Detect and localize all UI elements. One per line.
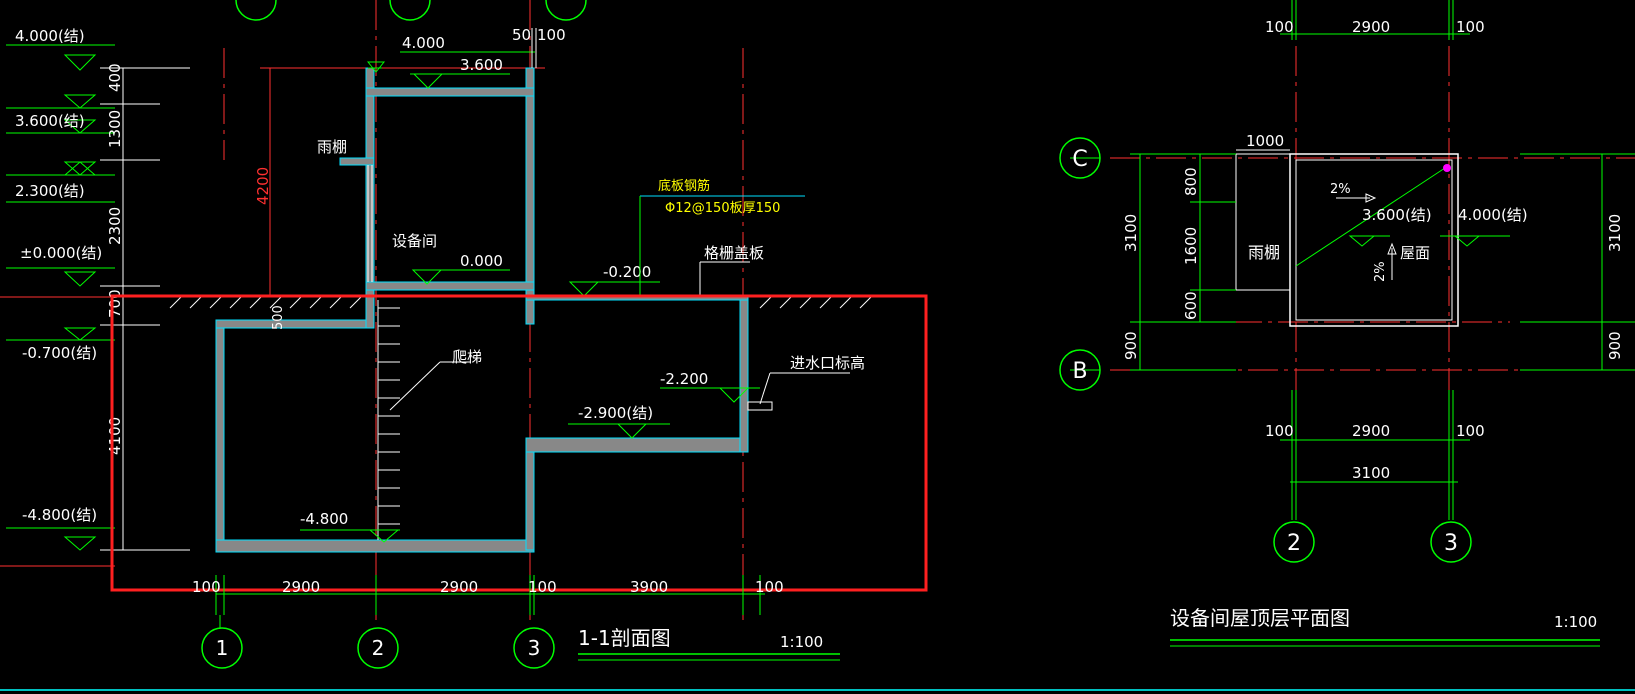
section-scale: 1:100 (780, 633, 823, 651)
ground-hatching (160, 295, 880, 309)
dim-2300: 2300 (106, 207, 124, 245)
axis-bubble-1 (201, 627, 243, 669)
elev-label-neg0700: -0.700(结) (22, 344, 97, 362)
elev-label-0000: ±0.000(结) (20, 244, 102, 262)
top-elev-3600: 3.600 (460, 56, 503, 74)
plan-canopy-label: 雨棚 (1248, 243, 1280, 262)
water-elev: -2.200 (660, 370, 708, 388)
top-dim-100: 100 (537, 26, 566, 44)
bottom-dimension-chain (215, 575, 765, 615)
plan-room-inner (1295, 159, 1453, 321)
plan-right-dims (1520, 153, 1635, 371)
section-title: 1-1剖面图 (578, 626, 671, 650)
plan-bottom-dim-100a: 100 (1265, 422, 1294, 440)
plan-elev-high: 4.000(结) (1458, 206, 1528, 224)
dim-1300: 1300 (106, 110, 124, 148)
bdim-3900: 3900 (630, 578, 668, 596)
ladder-label: 爬梯 (452, 348, 482, 366)
elev-label-3600: 3.600(结) (15, 112, 85, 130)
axis-bubble-2 (357, 627, 399, 669)
elev-label-neg4800: -4.800(结) (22, 506, 97, 524)
axis-bubble-C (1059, 137, 1101, 179)
bdim-100a: 100 (192, 578, 221, 596)
bdim-100c: 100 (755, 578, 784, 596)
plan-top-dim-100b: 100 (1456, 18, 1485, 36)
left-dim-texts: 400 1300 2300 700 4100 (106, 63, 124, 455)
cover-elev: -0.200 (603, 263, 651, 281)
pit-floor-elev: -4.800 (300, 510, 348, 528)
bdim-2900b: 2900 (440, 578, 478, 596)
selection-box (110, 294, 928, 592)
dim-400: 400 (106, 63, 124, 92)
plan-axis-3-label: 3 (1444, 531, 1458, 556)
axis-bubble-3 (513, 627, 555, 669)
dim-700: 700 (106, 289, 124, 318)
bdim-2900a: 2900 (282, 578, 320, 596)
axis-2-label: 2 (372, 636, 385, 660)
canopy-label: 雨棚 (317, 138, 347, 156)
plan-bottom-dim-2900: 2900 (1352, 422, 1390, 440)
inlet-pipe (747, 401, 773, 411)
plan-axis-2-label: 2 (1287, 531, 1301, 556)
plan-left-3100: 3100 (1122, 214, 1140, 252)
small-dim-500: 500 (271, 305, 286, 330)
plan-inner-600: 600 (1182, 291, 1200, 320)
plan-elev-low: 3.600(结) (1362, 206, 1432, 224)
plan-axis-bubble-3 (1430, 521, 1472, 563)
plan-canopy (1235, 153, 1291, 291)
slab-spec-label: Φ12@150板厚150 (665, 201, 780, 216)
slope-label-v: 2% (1373, 261, 1388, 282)
grating-label: 格栅盖板 (704, 244, 764, 262)
plan-left-dims (1070, 153, 1236, 371)
axis-C-label: C (1072, 147, 1087, 172)
plan-scale: 1:100 (1554, 613, 1597, 631)
equipment-room-walls (339, 67, 535, 325)
plan-total-3100: 3100 (1352, 464, 1390, 482)
inner-elevation-markers (300, 51, 760, 543)
plan-canopy-width: 1000 (1246, 132, 1284, 150)
plan-inner-800: 800 (1182, 167, 1200, 196)
axis-bubble-B (1059, 349, 1101, 391)
elev-label-2300: 2.300(结) (15, 182, 85, 200)
plan-room-outline (1289, 153, 1459, 327)
dim-4100: 4100 (106, 417, 124, 455)
plan-bottom-dim-100b: 100 (1456, 422, 1485, 440)
plan-inner-1600: 1600 (1182, 227, 1200, 265)
plan-right-900: 900 (1606, 331, 1624, 360)
inlet-label: 进水口标高 (790, 354, 865, 372)
pit-walls (215, 295, 749, 553)
axis-1-label: 1 (216, 636, 229, 660)
axis-3-label: 3 (528, 636, 541, 660)
top-dim-50: 50 (512, 26, 531, 44)
height-dim-text: 4200 (254, 167, 272, 205)
axis-B-label: B (1072, 359, 1087, 384)
plan-bottom-dims (1280, 390, 1470, 520)
left-dimension-chain (100, 67, 190, 551)
elev-label-4000: 4.000(结) (15, 27, 85, 45)
plan-right-3100: 3100 (1606, 214, 1624, 252)
bdim-100b: 100 (528, 578, 557, 596)
plan-top-dim-2900: 2900 (1352, 18, 1390, 36)
plan-axis-bubble-2 (1273, 521, 1315, 563)
room-floor-elev: 0.000 (460, 252, 503, 270)
ladder (377, 300, 470, 540)
slope-label-h: 2% (1330, 182, 1351, 197)
marker-dot (1443, 164, 1451, 172)
plan-left-900: 900 (1122, 331, 1140, 360)
step-elev: -2.900(结) (578, 404, 653, 422)
left-elevation-markers: 4.000(结) 3.600(结) 2.300(结) ±0.000(结) -0.… (6, 27, 115, 551)
top-elev-4000: 4.000 (402, 34, 445, 52)
plan-title: 设备间屋顶层平面图 (1170, 606, 1350, 630)
room-label: 设备间 (392, 232, 437, 250)
plan-top-dim-100a: 100 (1265, 18, 1294, 36)
plan-roof-label: 屋面 (1400, 244, 1430, 262)
plan-top-dims (1280, 0, 1470, 40)
slab-rebar-label: 底板钢筋 (658, 178, 710, 194)
slope-lines (1295, 165, 1510, 280)
section-axis-bubbles: 1 2 3 (201, 0, 587, 669)
